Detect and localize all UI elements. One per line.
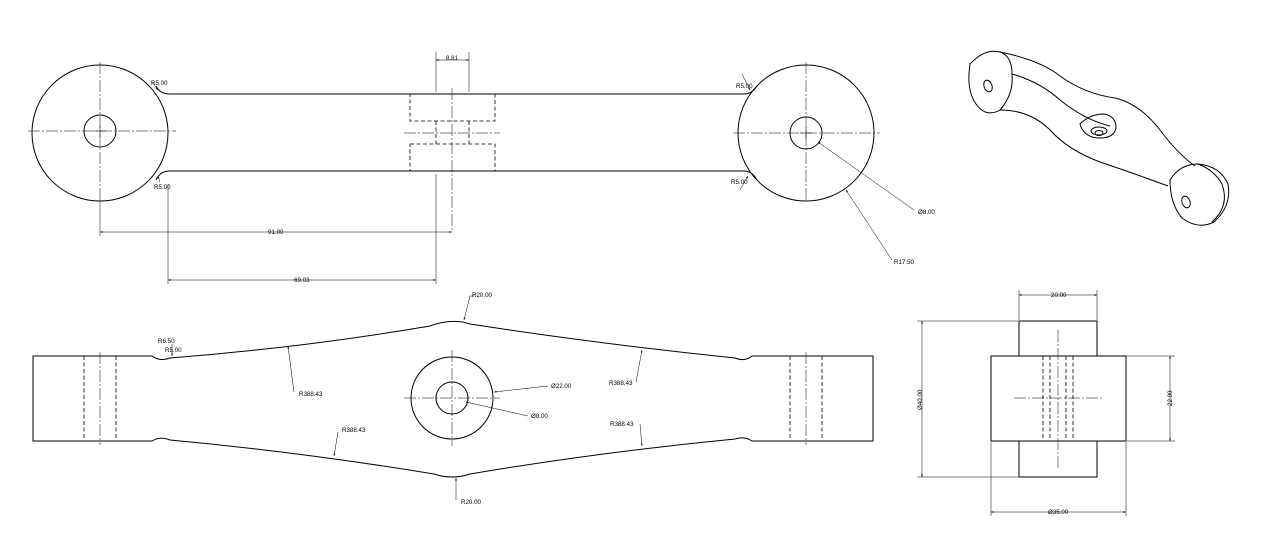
- arm-bottom-edge: [155, 170, 758, 181]
- dim-small-radius-b: R5.00: [165, 347, 182, 354]
- leader: [639, 423, 643, 447]
- dim-hub-diameter: Ø22.00: [551, 383, 572, 390]
- dim-boss-radius: R17.50: [894, 259, 915, 266]
- dim-hole-diameter: Ø8.00: [918, 209, 935, 216]
- dim-fillet-bottom-left: R5.00: [154, 184, 171, 191]
- dim-small-radius-a: R6.50: [158, 338, 175, 345]
- top-view: 8.81 R5.00 R5.00 R5.00 R5.00 91.00 69.03…: [28, 52, 935, 284]
- dim-sweep-top-right: R388.43: [609, 380, 633, 387]
- dim-bottom-arc-radius: R20.00: [461, 499, 482, 506]
- iso-arm-lower: [999, 109, 1169, 187]
- iso-right-hole: [1181, 195, 1191, 209]
- hub-hidden-lower: [409, 143, 496, 172]
- iso-hub: [1079, 113, 1117, 139]
- dim-side-hub-diameter: Ø40.00: [917, 389, 924, 410]
- arm-top-edge: [155, 85, 758, 95]
- side-end-body: [990, 355, 1127, 442]
- iso-right-end-face: [1197, 163, 1225, 223]
- leader: [151, 81, 159, 91]
- dim-offset-distance: 69.03: [294, 277, 310, 284]
- leader: [635, 349, 643, 383]
- iso-right-end: [1169, 163, 1230, 226]
- isometric-view: [968, 50, 1230, 226]
- iso-left-hole: [983, 79, 993, 93]
- dim-hub-width: 20.00: [1051, 292, 1067, 299]
- dim-end-thickness: 22.00: [1167, 390, 1174, 406]
- leader: [493, 385, 549, 393]
- dim-web-width: 8.81: [446, 55, 459, 62]
- leader: [465, 401, 529, 417]
- dim-fillet-top-left: R5.00: [151, 80, 168, 87]
- hub-hidden-upper: [409, 93, 496, 122]
- iso-left-end: [968, 50, 1013, 114]
- leader-hole: [817, 141, 915, 211]
- dim-sweep-bottom-left: R388.43: [342, 427, 366, 434]
- iso-hub-hole-inner: [1094, 130, 1104, 136]
- dim-fillet-bottom-right: R5.00: [731, 179, 748, 186]
- leader-boss-radius: [845, 189, 893, 261]
- dim-sweep-top-left: R388.43: [299, 391, 323, 398]
- front-outline: [32, 320, 874, 478]
- dim-hub-hole-diameter: Ø8.00: [531, 413, 548, 420]
- dim-top-arc-radius: R20.00: [472, 292, 493, 299]
- leader: [463, 295, 471, 321]
- leader: [157, 175, 161, 183]
- leader: [287, 345, 295, 393]
- leader: [333, 431, 339, 457]
- side-view: 20.00 Ø40.00 22.00 Ø35.00: [917, 290, 1175, 516]
- leader: [741, 73, 751, 91]
- iso-arm-top: [999, 51, 1196, 167]
- dim-end-diameter: Ø35.00: [1048, 509, 1069, 516]
- front-view: R20.00 R20.00 R6.50 R5.00 R388.43 R388.4…: [32, 292, 874, 506]
- dim-center-distance: 91.00: [268, 229, 284, 236]
- center-mark: [94, 125, 812, 139]
- leader: [739, 175, 749, 191]
- dim-fillet-top-right: R5.00: [736, 83, 753, 90]
- iso-arm-mid: [1011, 73, 1111, 127]
- dim-sweep-bottom-right: R388.43: [610, 421, 634, 428]
